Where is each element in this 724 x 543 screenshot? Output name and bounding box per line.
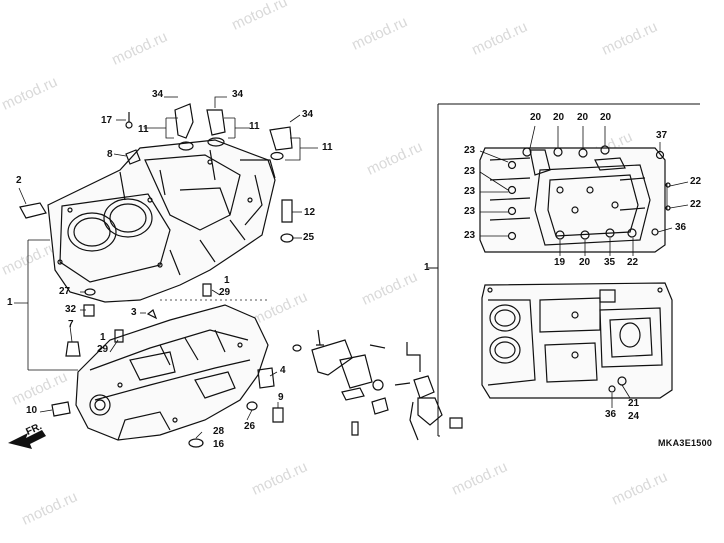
upper-crankcase-top-view bbox=[479, 145, 671, 253]
callout-7: 7 bbox=[68, 319, 74, 330]
callout-28: 28 bbox=[213, 426, 225, 437]
callout-23: 23 bbox=[464, 166, 476, 177]
callout-20: 20 bbox=[600, 112, 612, 123]
callout-11: 11 bbox=[138, 124, 149, 135]
figure-code: MKA3E1500 bbox=[658, 438, 713, 448]
callout-36: 36 bbox=[605, 409, 617, 420]
callout-25: 25 bbox=[303, 232, 315, 243]
callout-21: 21 bbox=[628, 398, 640, 409]
callout-20: 20 bbox=[530, 112, 542, 123]
callout-16: 16 bbox=[213, 439, 225, 450]
callout-17: 17 bbox=[101, 115, 113, 126]
callout-11: 11 bbox=[249, 121, 260, 132]
callout-29: 29 bbox=[219, 287, 231, 298]
lower-crankcase-bottom-view bbox=[481, 282, 673, 399]
callout-37: 37 bbox=[656, 130, 668, 141]
callout-11: 11 bbox=[322, 142, 333, 153]
callout-12: 12 bbox=[304, 207, 316, 218]
callout-34: 34 bbox=[302, 109, 314, 120]
callout-leaders bbox=[14, 96, 318, 444]
callout-23: 23 bbox=[464, 186, 476, 197]
callout-34: 34 bbox=[152, 89, 164, 100]
callout-8: 8 bbox=[107, 149, 113, 160]
callout-26: 26 bbox=[244, 421, 256, 432]
callout-4: 4 bbox=[280, 365, 286, 376]
callout-23: 23 bbox=[464, 206, 476, 217]
callout-1: 1 bbox=[224, 275, 230, 286]
callout-20: 20 bbox=[577, 112, 589, 123]
callout-20: 20 bbox=[579, 257, 591, 268]
callout-36: 36 bbox=[675, 222, 687, 233]
callout-35: 35 bbox=[604, 257, 616, 268]
lower-crankcase bbox=[75, 304, 269, 441]
callout-34: 34 bbox=[232, 89, 244, 100]
callout-22: 22 bbox=[690, 199, 702, 210]
callout-10: 10 bbox=[26, 405, 38, 416]
callout-27: 27 bbox=[59, 286, 71, 297]
callout-2: 2 bbox=[16, 175, 22, 186]
callout-3: 3 bbox=[131, 307, 137, 318]
callout-22: 22 bbox=[627, 257, 639, 268]
callout-23: 23 bbox=[464, 230, 476, 241]
callout-19: 19 bbox=[554, 257, 566, 268]
front-arrow-icon bbox=[8, 430, 46, 449]
callout-24: 24 bbox=[628, 411, 640, 422]
callout-32: 32 bbox=[65, 304, 77, 315]
upper-crankcase bbox=[47, 139, 276, 303]
detail-panel-frame bbox=[428, 103, 700, 437]
detail-panel-leaders bbox=[479, 125, 689, 408]
callout-1: 1 bbox=[100, 332, 106, 343]
callout-1: 1 bbox=[424, 262, 430, 273]
middle-small-parts bbox=[292, 329, 463, 441]
callout-22: 22 bbox=[690, 176, 702, 187]
callout-23: 23 bbox=[464, 145, 476, 156]
callout-29: 29 bbox=[97, 344, 109, 355]
callout-1: 1 bbox=[7, 297, 13, 308]
callout-9: 9 bbox=[278, 392, 284, 403]
top-small-parts bbox=[19, 103, 294, 448]
callout-20: 20 bbox=[553, 112, 565, 123]
